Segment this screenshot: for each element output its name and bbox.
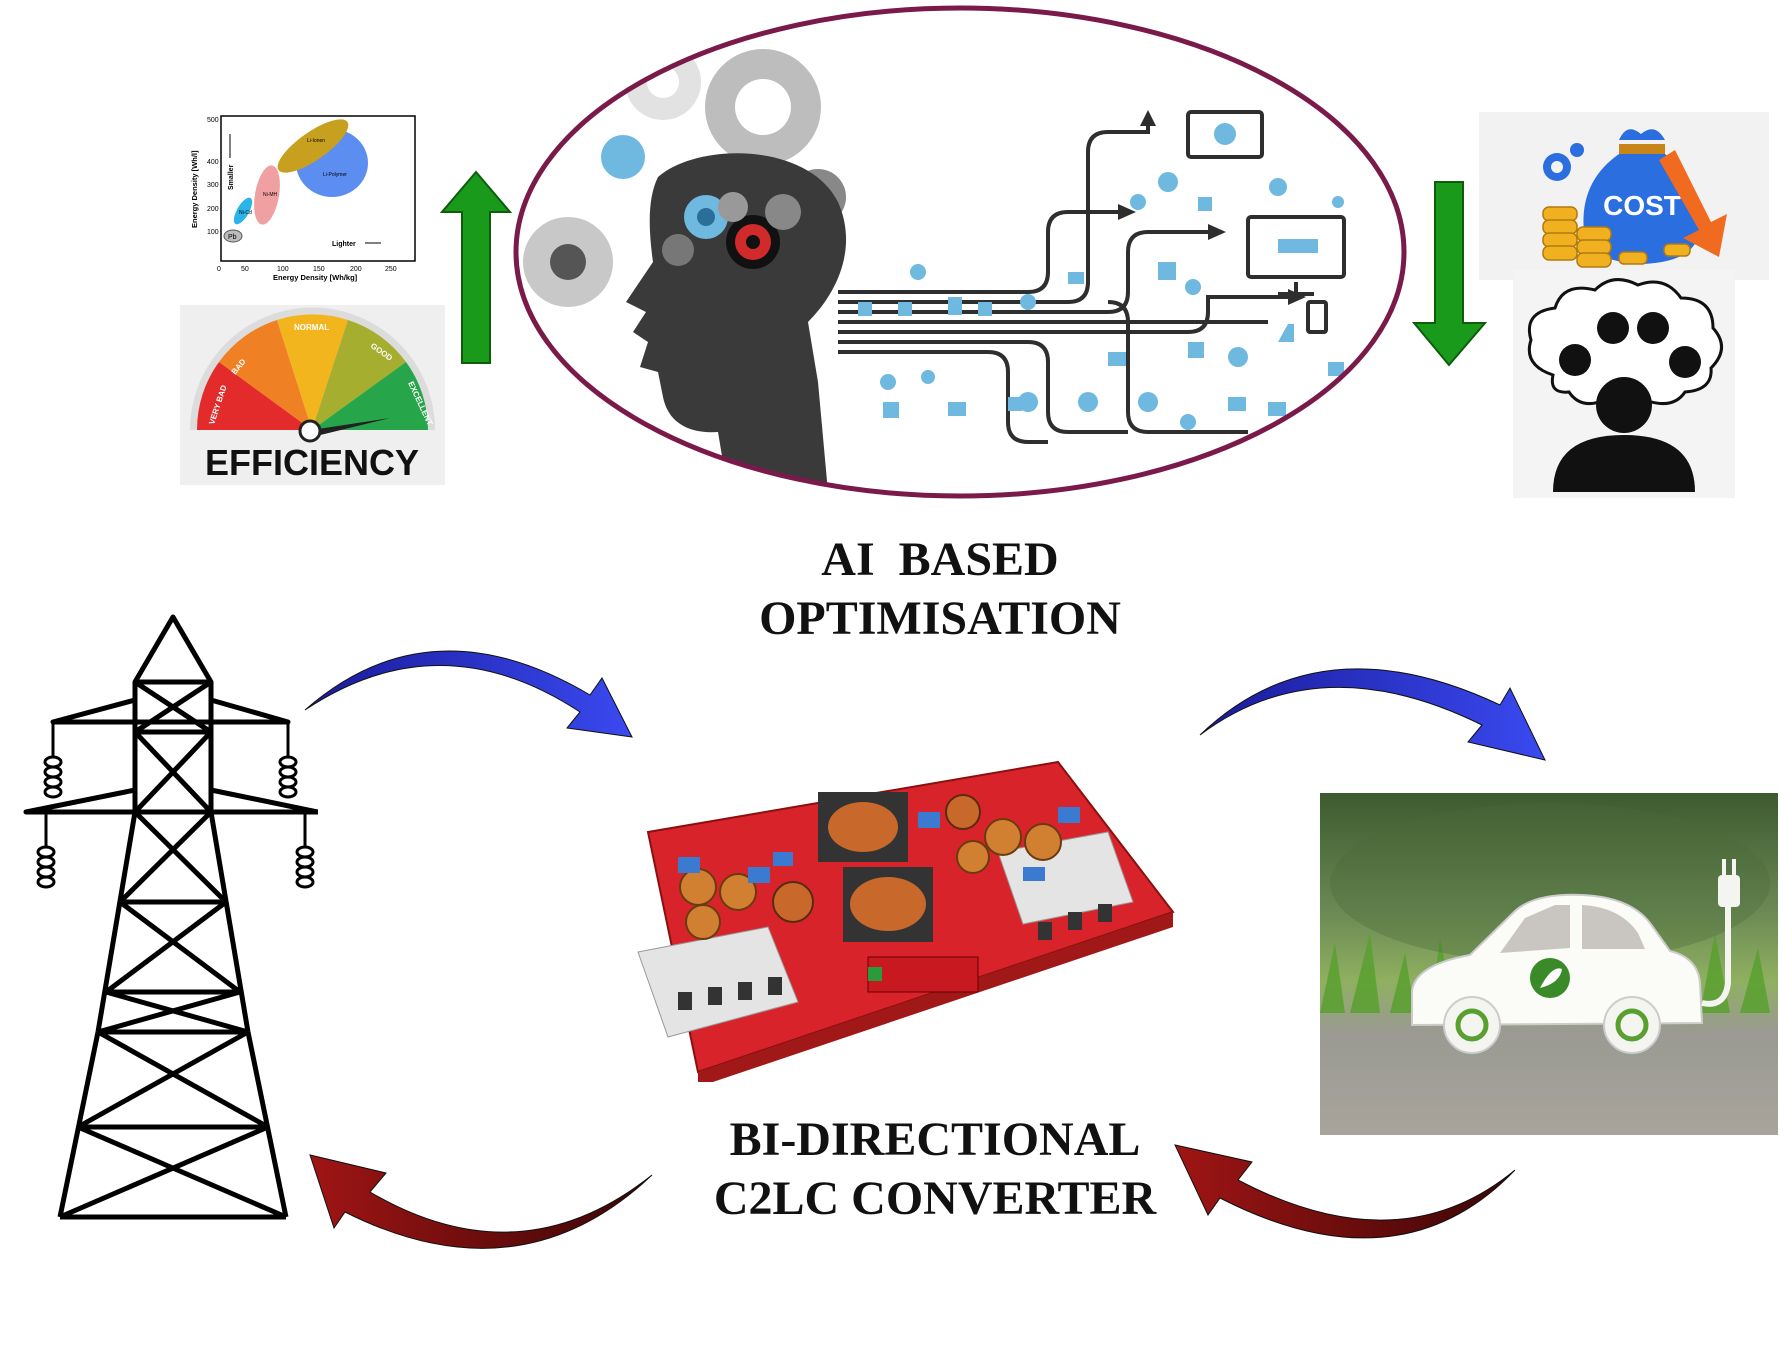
gauge-zone-excellent [312,362,429,430]
efficiency-gauge: VERY BAD BAD NORMAL GOOD EXCELLENT EFFIC… [180,305,445,485]
blue-arrow-grid-to-converter [304,650,633,738]
y-tick: 200 [207,206,219,213]
lighter-label: Lighter [332,241,356,248]
region-label: Li-Ionen [307,138,325,144]
monitor-icon [1186,110,1346,334]
gauge-zone-bad [219,320,312,430]
y-tick: 400 [207,159,219,166]
converter-pcb-image [637,760,1175,1082]
cost-icon: COST [1479,112,1769,280]
ai-title-line1: AI BASED [821,533,1059,586]
person-head [1596,377,1652,433]
ai-title-line2: OPTIMISATION [759,592,1121,645]
data-flow-lines [838,122,1288,444]
charging-cable [1701,903,1731,1007]
x-tick: 200 [350,266,362,273]
plug-icon [1718,875,1740,907]
coin-stacks [1542,206,1691,268]
gauge-zone-normal [277,314,348,430]
converter-title: BI-DIRECTIONAL C2LC CONVERTER [690,1110,1180,1228]
energy-density-chart: 100 200 300 400 500 0 50 100 150 200 250… [190,115,416,282]
decrease-arrow-icon [1412,181,1487,367]
x-tick: 100 [277,266,289,273]
x-tick: 250 [385,266,397,273]
y-tick: 100 [207,229,219,236]
person-body [1553,435,1695,492]
transmission-tower-icon [23,614,318,1220]
zone-label: NORMAL [294,323,329,332]
money-bag [1583,154,1700,264]
ai-optimisation-title: AI BASED OPTIMISATION [700,530,1180,648]
app-icons [858,172,1344,459]
x-tick: 0 [217,266,221,273]
gear-icon [1543,143,1584,181]
converter-title-line1: BI-DIRECTIONAL [729,1113,1141,1166]
x-axis-label: Energy Density [Wh/kg] [273,273,358,282]
down-trend-arrow [1659,150,1727,257]
converter-title-line2: C2LC CONVERTER [713,1172,1157,1225]
increase-arrow-icon [440,170,512,364]
insulator-coils [36,755,315,889]
blue-arrow-converter-to-ev [1199,668,1546,761]
ellipse-border [513,5,1407,499]
region-label: Pb [228,234,237,241]
region-label: Ni-Cd [239,210,252,216]
gauge-zones [196,314,429,430]
transformer [818,792,933,942]
control-board [867,956,979,993]
wheel [1443,996,1661,1054]
activity-icons [1559,312,1701,378]
y-tick: 300 [207,182,219,189]
thinking-person-icon [1513,270,1735,498]
x-tick: 150 [313,266,325,273]
region-label: Li-Polymer [323,172,347,178]
efficiency-title: EFFICIENCY [205,442,419,483]
bag-tie [1619,144,1665,154]
y-tick: 500 [207,117,219,124]
ai-optimisation-illustration [508,2,1413,502]
red-arrow-converter-to-grid [309,1154,653,1249]
red-arrow-ev-to-converter [1174,1144,1516,1239]
capacitor [679,818,1062,940]
y-axis-label: Energy Density [Wh/l] [190,150,199,228]
gauge-zone-very-bad [196,362,312,430]
electric-vehicle-image [1320,793,1778,1135]
region-label: Ni-MH [263,192,278,198]
gauge-zone-good [312,320,406,430]
smaller-label: Smaller [228,164,235,190]
gauge-needle [305,418,390,438]
x-tick: 50 [241,266,249,273]
cost-label: COST [1603,190,1681,221]
